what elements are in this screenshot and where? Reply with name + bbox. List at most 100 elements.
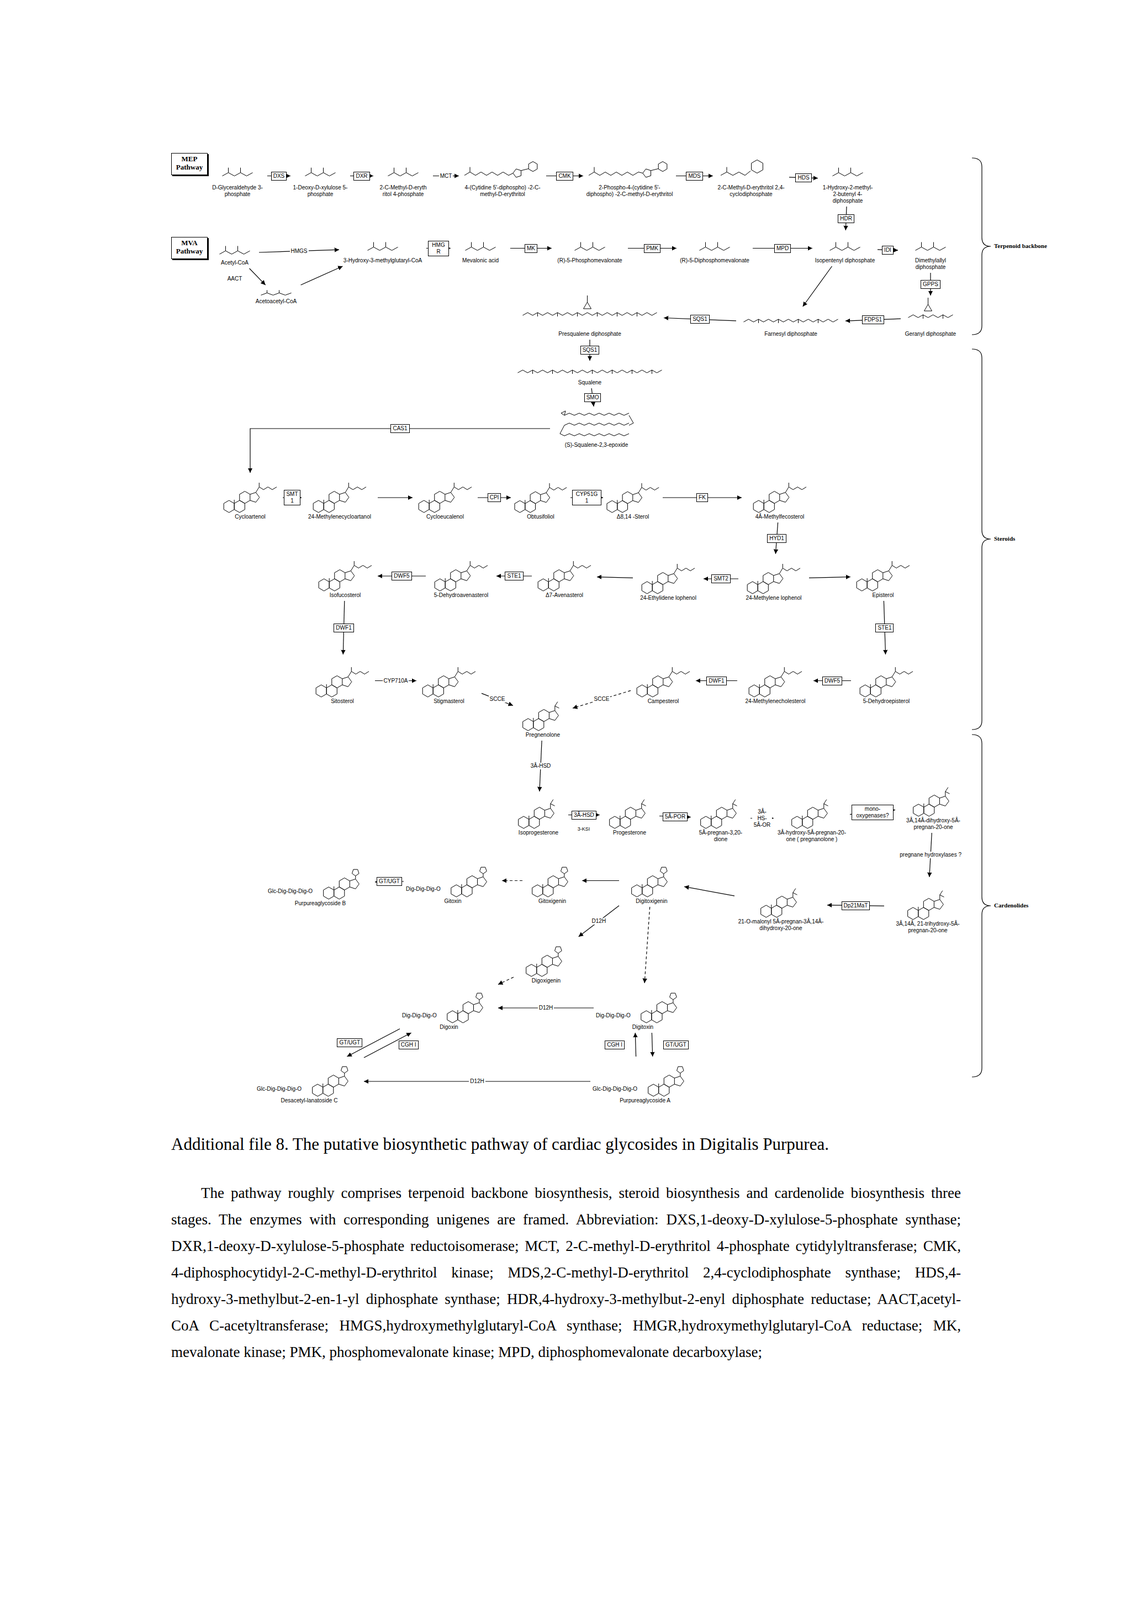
reaction-arrow xyxy=(596,577,633,579)
enzyme-box: FK xyxy=(696,493,708,502)
structure-bonds xyxy=(323,869,360,900)
structure-drawing xyxy=(740,556,807,595)
enzyme-box: HYD1 xyxy=(767,534,787,543)
compound-name: 5Â-pregnan-3,20-dione xyxy=(693,829,749,843)
compound: Progesterone xyxy=(601,793,658,837)
enzyme-box: DWF5 xyxy=(391,571,412,581)
compound-name: 21-O-malonyl 5Â-pregnan-3Â,14Â-dihydroxy… xyxy=(736,918,826,932)
compound-name: Mevalonic acid xyxy=(452,257,509,264)
section-label: Terpenoid backbone xyxy=(994,242,1048,250)
reaction-arrow xyxy=(802,266,833,307)
enzyme-box: DWF5 xyxy=(822,676,843,686)
compound: 24-Methylene lophenol xyxy=(740,556,807,602)
enzyme-box: HDR xyxy=(837,214,855,224)
enzyme-box: CGH I xyxy=(398,1040,419,1050)
structure-drawing xyxy=(312,656,373,699)
structure-drawing xyxy=(739,656,812,699)
compound: 2-Phospho-4-(cytidine 5'-diphospho) -2-C… xyxy=(585,154,674,198)
structure-bonds xyxy=(219,245,251,255)
section-brace xyxy=(971,734,991,1077)
compound: 3-Hydroxy-3-methylglutaryl-CoA xyxy=(341,232,425,264)
compound-name: Acetoacetyl-CoA xyxy=(248,298,304,305)
compound-name: 3Â,14Â-dihydroxy-5Â-pregnan-20-one xyxy=(897,817,970,831)
structure-drawing xyxy=(638,1058,698,1098)
enzyme-label: MCT xyxy=(439,172,454,180)
reaction-arrow xyxy=(481,693,514,706)
compound: Acetoacetyl-CoA xyxy=(248,287,304,305)
compound-name: 3Â,14Â, 21-trihydroxy-5Â-pregnan-20-one xyxy=(886,920,970,934)
structure-drawing xyxy=(715,154,787,185)
compound: Sitosterol xyxy=(312,656,373,705)
enzyme-box: HDS xyxy=(795,173,812,183)
compound-name: Campesterol xyxy=(632,698,694,705)
enzyme-box: SMT2 xyxy=(711,574,731,584)
enzyme-box: DWF1 xyxy=(333,623,354,633)
compound: (R)-5-Phosphomevalonate xyxy=(553,232,626,264)
compound-name: 4Â-Methylfecosterol xyxy=(743,513,816,521)
structure-bonds xyxy=(588,161,668,178)
structure-drawing xyxy=(438,985,496,1024)
compound-name: Δ8,14 -Sterol xyxy=(605,513,661,521)
compound-name: (R)-5-Diphosphomevalonate xyxy=(678,257,751,264)
compound-name: 1-Hydroxy-2-methyl- 2-butenyl 4-diphosph… xyxy=(820,184,876,205)
enzyme-box: 5Â-POR xyxy=(662,812,688,822)
section-label: Cardenolides xyxy=(994,901,1029,909)
compound: 24-Ethylidene lophenol xyxy=(635,556,702,602)
enzyme-box: MK xyxy=(524,244,538,253)
structure-bonds xyxy=(859,667,913,697)
structure-bonds xyxy=(318,561,372,591)
structure-drawing xyxy=(375,154,431,185)
compound-name: 24-Methylenecycloartanol xyxy=(303,513,376,521)
enzyme-box: MPD xyxy=(774,244,791,253)
compound: 3Â,14Â, 21-trihydroxy-5Â-pregnan-20-one xyxy=(886,879,970,934)
compound: 4Â-Methylfecosterol xyxy=(743,474,816,521)
structure-drawing xyxy=(219,474,281,514)
structure-bonds xyxy=(223,482,277,513)
compound: Glc-Dig-Dig-Dig-OPurpureaglycoside B xyxy=(267,858,373,907)
structure-bonds xyxy=(760,888,798,918)
compound-name: Isofucosterol xyxy=(314,592,376,599)
reaction-arrow xyxy=(644,906,650,983)
compound-name: 5-Dehydroavenasterol xyxy=(427,592,495,599)
compound: 1-Deoxy-D-xylulose 5-phosphate xyxy=(292,154,348,198)
enzyme-box: CGH I xyxy=(604,1040,625,1050)
compound-name: 24-Methylene lophenol xyxy=(740,594,807,602)
compound: Acetyl-CoA xyxy=(212,240,257,267)
compound-name: Desacetyl-lanatoside C xyxy=(256,1097,362,1104)
enzyme-box: STE1 xyxy=(875,623,894,633)
compound-name: 24-Methylenecholesterol xyxy=(739,698,812,705)
enzyme-box: 3Â-HSD xyxy=(571,810,597,820)
compound: Gitoxigenin xyxy=(524,856,580,905)
compound-name: Presqualene diphosphate xyxy=(518,330,662,338)
reaction-arrow xyxy=(684,886,735,896)
compound: 1-Hydroxy-2-methyl- 2-butenyl 4-diphosph… xyxy=(820,154,876,205)
structure-drawing xyxy=(897,781,970,818)
structure-drawing xyxy=(515,938,577,978)
structure-drawing xyxy=(738,308,844,331)
structure-bonds xyxy=(641,992,678,1023)
compound: 2-C-Methyl-D-erythritol 2,4-cyclodiphosp… xyxy=(715,154,787,198)
structure-bonds xyxy=(514,483,567,513)
compound: 3Â,14Â-dihydroxy-5Â-pregnan-20-one xyxy=(897,781,970,831)
enzyme-box: SMO xyxy=(584,393,602,403)
reaction-arrow xyxy=(572,690,631,708)
enzyme-label: CYP710A xyxy=(382,677,410,685)
structure-bonds xyxy=(606,483,659,513)
compound: (S)-Squalene-2,3-epoxide xyxy=(552,408,641,449)
compound: Farnesyl diphosphate xyxy=(738,308,844,338)
structure-bonds xyxy=(418,482,472,513)
compound: Δ8,14 -Sterol xyxy=(605,474,661,521)
structure-bonds xyxy=(312,1066,349,1097)
structure-drawing xyxy=(303,1058,362,1098)
compound-name: Progesterone xyxy=(601,829,658,837)
compound: 4-(Cytidine 5'-diphospho) -2-C-methyl-D-… xyxy=(461,154,544,198)
compound-name: Obtusifoliol xyxy=(513,513,569,521)
structure-bonds xyxy=(574,241,606,251)
enzyme-label: HMGS xyxy=(289,247,309,255)
structure-drawing xyxy=(512,362,668,380)
reaction-arrow xyxy=(250,428,551,473)
structure-drawing xyxy=(820,154,876,185)
structure-drawing xyxy=(552,408,641,442)
compound-name: Digitoxigenin xyxy=(621,897,683,905)
